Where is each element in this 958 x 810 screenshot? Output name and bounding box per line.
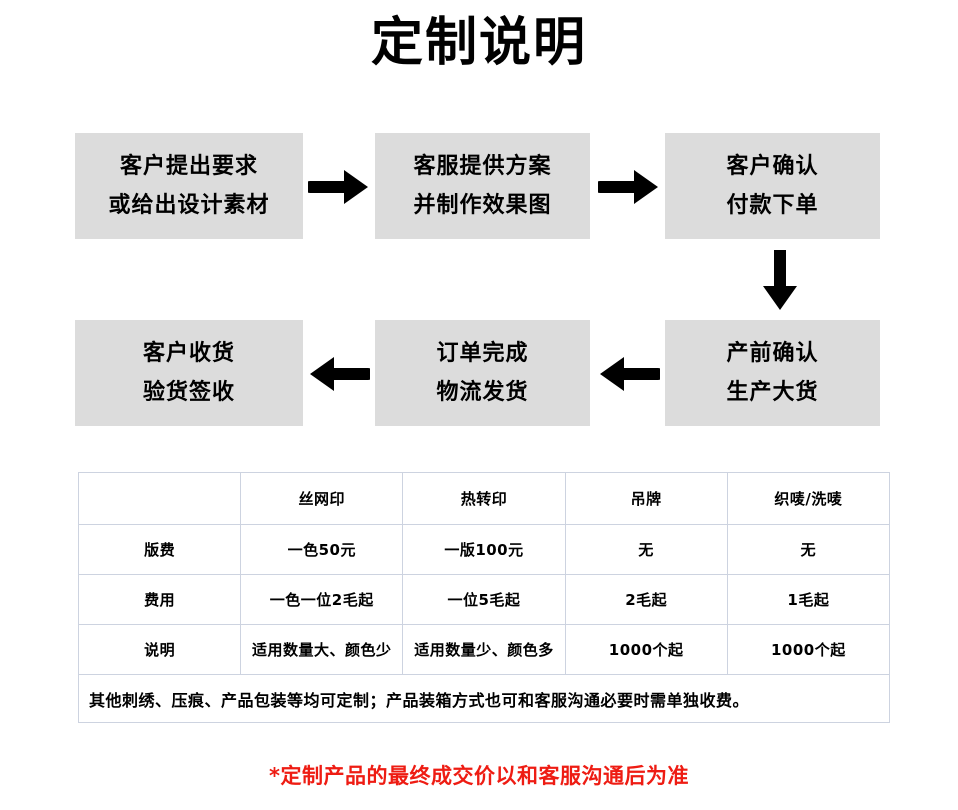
flow-step-shipped: 订单完成 物流发货 xyxy=(375,320,590,426)
cell-unit-cost-heattransfer: 一位5毛起 xyxy=(402,574,566,625)
flow-step-proposal-line1: 客服提供方案 xyxy=(413,153,552,179)
cell-description-hangtag: 1000个起 xyxy=(564,624,728,675)
flow-step-preproduction: 产前确认 生产大货 xyxy=(665,320,880,426)
flow-step-shipped-line2: 物流发货 xyxy=(436,379,529,405)
cell-description-heattransfer: 适用数量少、颜色多 xyxy=(402,624,566,675)
flow-step-confirm-line2: 付款下单 xyxy=(726,192,819,218)
table-header-row: 丝网印 热转印 吊牌 织唛/洗唛 xyxy=(77,472,891,525)
flow-step-delivery: 客户收货 验货签收 xyxy=(75,320,303,426)
arrow-left-icon xyxy=(598,354,660,394)
cell-plate-fee-heattransfer: 一版100元 xyxy=(402,524,566,575)
table-header-screenprint: 丝网印 xyxy=(240,472,404,525)
table-row: 版费 一色50元 一版100元 无 无 xyxy=(77,524,891,575)
arrow-left-icon xyxy=(308,354,370,394)
flow-step-request-line1: 客户提出要求 xyxy=(119,153,258,179)
cell-description-screenprint: 适用数量大、颜色少 xyxy=(240,624,404,675)
flow-step-shipped-line1: 订单完成 xyxy=(436,340,529,366)
table-header-wovenlabel: 织唛/洗唛 xyxy=(726,472,891,525)
table-row: 说明 适用数量大、颜色少 适用数量少、颜色多 1000个起 1000个起 xyxy=(77,624,891,675)
flow-step-proposal: 客服提供方案 并制作效果图 xyxy=(375,133,590,239)
cell-unit-cost-screenprint: 一色一位2毛起 xyxy=(240,574,404,625)
page-title: 定制说明 xyxy=(370,13,587,73)
table-header-blank xyxy=(77,472,242,525)
cell-unit-cost-wovenlabel: 1毛起 xyxy=(726,574,891,625)
arrow-down-icon xyxy=(760,248,800,312)
row-label-plate-fee: 版费 xyxy=(77,524,242,575)
cell-description-wovenlabel: 1000个起 xyxy=(726,624,891,675)
cell-plate-fee-screenprint: 一色50元 xyxy=(240,524,404,575)
pricing-spec-table: 丝网印 热转印 吊牌 织唛/洗唛 版费 一色50元 一版100元 无 无 费用 … xyxy=(77,472,891,723)
arrow-right-icon xyxy=(598,167,660,207)
table-header-hangtag: 吊牌 xyxy=(564,472,728,525)
process-flowchart: 客户提出要求 或给出设计素材 客服提供方案 并制作效果图 客户确认 付款下单 产… xyxy=(75,133,880,426)
table-note-row: 其他刺绣、压痕、产品包装等均可定制；产品装箱方式也可和客服沟通必要时需单独收费。 xyxy=(78,674,890,723)
flow-step-request: 客户提出要求 或给出设计素材 xyxy=(75,133,303,239)
flow-step-confirm: 客户确认 付款下单 xyxy=(665,133,880,239)
cell-plate-fee-wovenlabel: 无 xyxy=(726,524,891,575)
arrow-right-icon xyxy=(308,167,370,207)
flow-step-request-line2: 或给出设计素材 xyxy=(108,192,270,218)
flow-step-preproduction-line1: 产前确认 xyxy=(726,340,819,366)
table-row: 费用 一色一位2毛起 一位5毛起 2毛起 1毛起 xyxy=(77,574,891,625)
flow-step-preproduction-line2: 生产大货 xyxy=(726,379,819,405)
cell-unit-cost-hangtag: 2毛起 xyxy=(564,574,728,625)
row-label-unit-cost: 费用 xyxy=(77,574,242,625)
table-note-text: 其他刺绣、压痕、产品包装等均可定制；产品装箱方式也可和客服沟通必要时需单独收费。 xyxy=(78,674,890,723)
cell-plate-fee-hangtag: 无 xyxy=(564,524,728,575)
flow-step-proposal-line2: 并制作效果图 xyxy=(413,192,552,218)
flow-step-delivery-line2: 验货签收 xyxy=(142,379,235,405)
table-header-heattransfer: 热转印 xyxy=(402,472,566,525)
row-label-description: 说明 xyxy=(77,624,242,675)
flow-step-confirm-line1: 客户确认 xyxy=(726,153,819,179)
flow-step-delivery-line1: 客户收货 xyxy=(142,340,235,366)
footer-disclaimer: *定制产品的最终成交价以和客服沟通后为准 xyxy=(269,764,689,788)
